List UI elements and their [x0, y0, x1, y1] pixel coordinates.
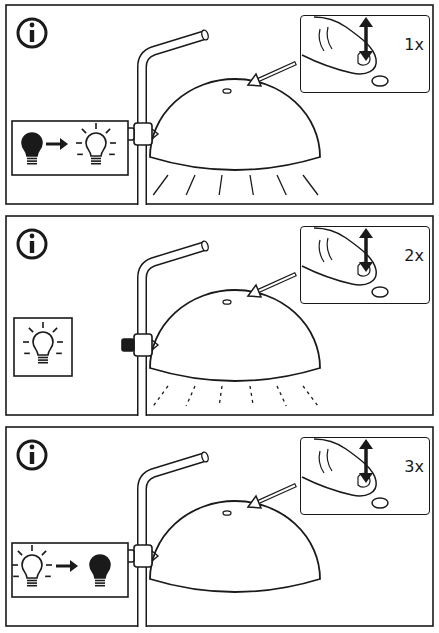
- lamp-shade: [150, 290, 320, 381]
- light-rays: [153, 386, 318, 406]
- press-inset-box: 1x: [300, 15, 430, 93]
- press-count: 2x: [404, 247, 424, 265]
- instruction-panel: [6, 216, 433, 416]
- instruction-panel: [6, 427, 433, 627]
- info-icon: [18, 230, 46, 258]
- finger-press: [302, 17, 388, 86]
- bulb-icon: [22, 133, 42, 164]
- light-state-icon: [12, 121, 128, 175]
- info-icon: [18, 441, 46, 469]
- lamp-shade: [150, 79, 320, 170]
- light-rays: [153, 175, 318, 195]
- bulb-icon: [90, 555, 110, 586]
- lamp-shade: [150, 501, 320, 592]
- press-inset-box: 3x: [300, 437, 430, 515]
- finger-press: [302, 228, 388, 297]
- pointer-arrow: [248, 63, 296, 86]
- press-inset-box: 2x: [300, 226, 430, 304]
- bulb-icon: [76, 123, 116, 164]
- light-state-icon: [14, 318, 72, 376]
- press-count: 3x: [404, 458, 424, 476]
- bulb-icon: [23, 322, 63, 363]
- press-count: 1x: [404, 36, 424, 54]
- light-state-icon: [12, 543, 128, 597]
- info-icon: [18, 19, 46, 47]
- pointer-arrow: [248, 485, 296, 508]
- bulb-icon: [12, 545, 52, 586]
- pointer-arrow: [248, 274, 296, 297]
- finger-press: [302, 439, 388, 508]
- instruction-panel: [6, 5, 433, 205]
